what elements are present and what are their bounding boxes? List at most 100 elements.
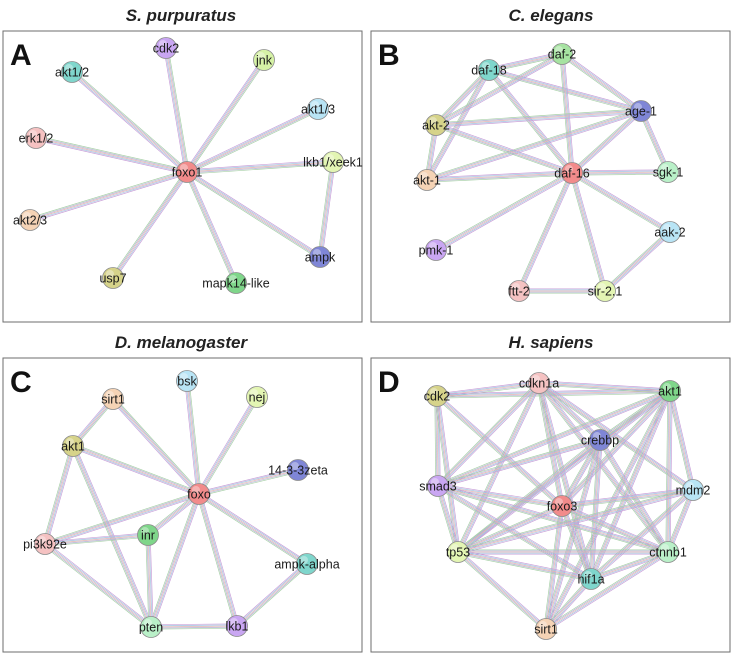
node-circle[interactable]	[630, 100, 652, 122]
node-circle[interactable]	[155, 37, 177, 59]
node-circle[interactable]	[19, 209, 41, 231]
node-lkb1[interactable]: lkb1	[226, 615, 249, 637]
edge-strand	[164, 48, 187, 173]
node-circle[interactable]	[296, 553, 318, 575]
node-circle[interactable]	[309, 246, 331, 268]
node-circle[interactable]	[551, 43, 573, 65]
node-foxo1[interactable]: foxo1	[172, 161, 203, 183]
node-circle[interactable]	[102, 388, 124, 410]
node-sir21[interactable]: sir-2.1	[588, 280, 623, 302]
node-circle[interactable]	[508, 280, 530, 302]
node-aak2[interactable]: aak-2	[654, 221, 686, 243]
edge-strand	[458, 490, 694, 554]
node-circle[interactable]	[427, 475, 449, 497]
node-pi3k[interactable]: pi3k92e	[23, 533, 67, 555]
node-akt1[interactable]: akt1	[658, 380, 682, 402]
edge-strand	[321, 162, 336, 258]
node-crebbp[interactable]: crebbp	[581, 429, 619, 451]
node-circle[interactable]	[176, 161, 198, 183]
node-circle[interactable]	[253, 49, 275, 71]
node-ctnnb1[interactable]: ctnnb1	[649, 541, 687, 563]
node-circle[interactable]	[322, 151, 344, 173]
node-circle[interactable]	[140, 616, 162, 638]
node-circle[interactable]	[561, 162, 583, 184]
node-cdk2[interactable]: cdk2	[153, 37, 179, 59]
node-circle[interactable]	[535, 618, 557, 640]
node-jnk[interactable]: jnk	[253, 49, 275, 71]
node-tp53[interactable]: tp53	[446, 541, 470, 563]
node-cdk2[interactable]: cdk2	[424, 385, 450, 407]
node-akt2[interactable]: akt-2	[422, 114, 450, 136]
node-inr[interactable]: inr	[137, 524, 159, 546]
node-akt1[interactable]: akt-1	[413, 169, 441, 191]
node-mdm2[interactable]: mdm2	[676, 479, 711, 501]
node-circle[interactable]	[34, 533, 56, 555]
node-ftt2[interactable]: ftt-2	[508, 280, 530, 302]
node-pmk1[interactable]: pmk-1	[419, 239, 454, 261]
node-circle[interactable]	[307, 98, 329, 120]
node-circle[interactable]	[528, 372, 550, 394]
node-circle[interactable]	[657, 161, 679, 183]
node-circle[interactable]	[659, 221, 681, 243]
node-smad3[interactable]: smad3	[419, 475, 457, 497]
node-circle[interactable]	[447, 541, 469, 563]
node-circle[interactable]	[287, 459, 309, 481]
edge-strand	[188, 170, 239, 283]
node-cdkn1a[interactable]: cdkn1a	[519, 372, 559, 394]
node-circle[interactable]	[137, 524, 159, 546]
edge-strand	[457, 505, 563, 553]
node-akt1[interactable]: akt1	[61, 435, 85, 457]
node-ampk[interactable]: ampk	[305, 246, 336, 268]
node-circle[interactable]	[659, 380, 681, 402]
node-daf18[interactable]: daf-18	[471, 59, 507, 81]
node-circle[interactable]	[594, 280, 616, 302]
node-circle[interactable]	[682, 479, 704, 501]
node-mapk14[interactable]: mapk14-like	[202, 272, 270, 294]
node-foxo[interactable]: foxo	[187, 483, 211, 505]
node-lkb1[interactable]: lkb1/xeek1	[303, 151, 363, 173]
node-akt13[interactable]: akt1/3	[301, 98, 335, 120]
node-circle[interactable]	[176, 370, 198, 392]
node-circle[interactable]	[225, 272, 247, 294]
node-highlight	[593, 432, 601, 440]
node-circle[interactable]	[102, 267, 124, 289]
node-nej[interactable]: nej	[246, 386, 268, 408]
edge-strand	[437, 388, 670, 485]
node-circle[interactable]	[246, 386, 268, 408]
node-daf2[interactable]: daf-2	[548, 43, 577, 65]
node-circle[interactable]	[188, 483, 210, 505]
node-hif1a[interactable]: hif1a	[577, 568, 605, 590]
edge-strand	[151, 494, 201, 628]
node-sirt1[interactable]: sirt1	[101, 388, 125, 410]
node-daf16[interactable]: daf-16	[554, 162, 590, 184]
node-circle[interactable]	[416, 169, 438, 191]
node-circle[interactable]	[657, 541, 679, 563]
node-circle[interactable]	[551, 495, 573, 517]
node-circle[interactable]	[25, 127, 47, 149]
node-ampka[interactable]: ampk-alpha	[274, 553, 340, 575]
node-usp7[interactable]: usp7	[99, 267, 127, 289]
node-circle[interactable]	[589, 429, 611, 451]
node-circle[interactable]	[62, 435, 84, 457]
node-circle[interactable]	[61, 61, 83, 83]
node-circle[interactable]	[226, 615, 248, 637]
node-bsk[interactable]: bsk	[176, 370, 198, 392]
node-erk12[interactable]: erk1/2	[19, 127, 54, 149]
node-circle[interactable]	[426, 385, 448, 407]
node-akt12[interactable]: akt1/2	[55, 61, 89, 83]
node-sgk1[interactable]: sgk-1	[653, 161, 684, 183]
node-sirt1[interactable]: sirt1	[534, 618, 558, 640]
node-circle[interactable]	[425, 114, 447, 136]
node-circle[interactable]	[478, 59, 500, 81]
node-foxo3[interactable]: foxo3	[547, 495, 578, 517]
node-circle[interactable]	[425, 239, 447, 261]
node-z1433[interactable]: 14-3-3zeta	[268, 459, 328, 481]
edge-strand	[113, 172, 189, 279]
node-age1[interactable]: age-1	[625, 100, 657, 122]
node-pten[interactable]: pten	[139, 616, 163, 638]
edge-daf16-sgk1	[571, 169, 669, 176]
node-highlight	[661, 544, 669, 552]
edge-strand	[427, 173, 573, 182]
node-akt23[interactable]: akt2/3	[13, 209, 47, 231]
node-circle[interactable]	[580, 568, 602, 590]
